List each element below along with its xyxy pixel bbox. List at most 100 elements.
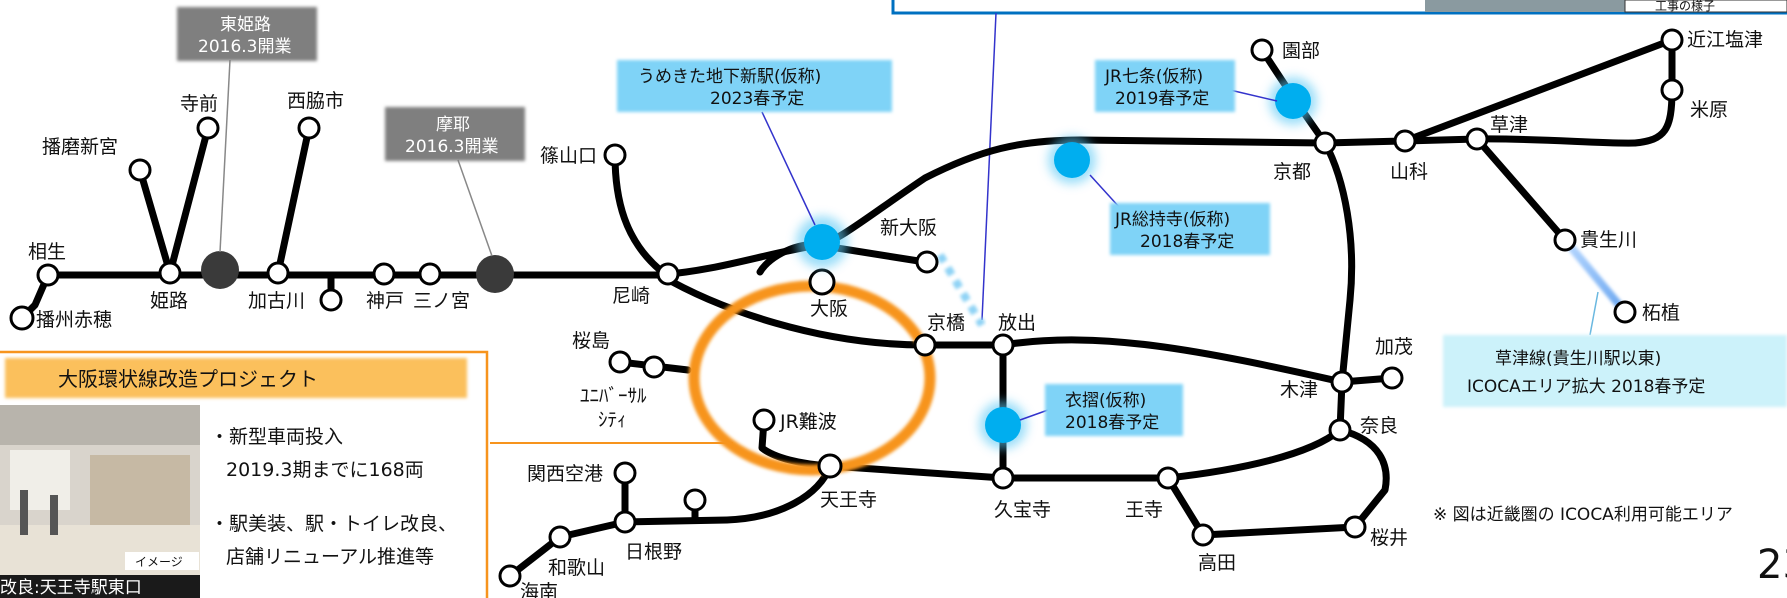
osaka-bullet1-line2: 2019.3期までに168両 bbox=[226, 459, 424, 481]
station-himeji bbox=[158, 261, 182, 285]
callout-maya-line2: 2016.3開業 bbox=[405, 137, 498, 157]
top-photo-label: 工事の様子 bbox=[1655, 0, 1715, 13]
label-kakogawa: 加古川 bbox=[248, 290, 305, 312]
label-sannomiya: 三ノ宮 bbox=[413, 290, 470, 312]
osaka-bullet1-line1: ・新型車両投入 bbox=[210, 426, 343, 448]
station-teramae bbox=[196, 116, 220, 140]
label-harima-shingu: 播磨新宮 bbox=[42, 136, 118, 158]
label-tennoji: 天王寺 bbox=[820, 489, 877, 511]
top-box-connector bbox=[981, 12, 997, 321]
label-kyobashi: 京橋 bbox=[927, 312, 965, 334]
tennoji-photo: イメージ 改良:天王寺駅東口 bbox=[0, 405, 200, 598]
station-kobe bbox=[372, 262, 396, 286]
callout-kinuzuri: 衣摺(仮称) 2018春予定 bbox=[1019, 384, 1183, 436]
label-sakurai: 桜井 bbox=[1370, 527, 1408, 549]
station-tsuge bbox=[1613, 300, 1637, 324]
callout-higashi-himeji-line2: 2016.3開業 bbox=[198, 37, 291, 57]
station-kusatsu bbox=[1465, 127, 1489, 151]
callout-jr-sojiji: JR総持寺(仮称) 2018春予定 bbox=[1089, 174, 1270, 255]
callout-maya-line1: 摩耶 bbox=[436, 115, 470, 135]
station-tennoji bbox=[817, 453, 843, 479]
label-hanaten: 放出 bbox=[998, 312, 1036, 334]
station-osaka bbox=[808, 268, 836, 296]
station-kibukawa bbox=[1553, 228, 1577, 252]
callout-kusatsu-line2: ICOCAエリア拡大 2018春予定 bbox=[1467, 377, 1705, 397]
label-shin-osaka: 新大阪 bbox=[880, 217, 937, 239]
photo-caption: 改良:天王寺駅東口 bbox=[0, 578, 142, 598]
osaka-loop-title: 大阪環状線改造プロジェクト bbox=[58, 367, 318, 391]
station-sasayamaguchi bbox=[603, 143, 627, 167]
station-kainan bbox=[498, 564, 522, 588]
label-kobe: 神戸 bbox=[366, 290, 404, 312]
station-kakogawa bbox=[266, 261, 290, 285]
label-banshu-ako: 播州赤穂 bbox=[36, 309, 112, 331]
station-nishiwakishi bbox=[297, 116, 321, 140]
photo-image-label: イメージ bbox=[135, 555, 183, 569]
station-yamashina bbox=[1393, 129, 1417, 153]
station-kyoto bbox=[1313, 131, 1337, 155]
station-kansai-airport bbox=[613, 461, 637, 485]
callout-jr-shichijo: JR七条(仮称) 2019春予定 bbox=[1095, 60, 1278, 112]
station-sakurajima bbox=[608, 350, 632, 374]
callout-jr-sojiji-line1: JR総持寺(仮称) bbox=[1114, 210, 1230, 230]
station-sakurai bbox=[1343, 515, 1367, 539]
callout-umekita: うめきた地下新駅(仮称) 2023春予定 bbox=[617, 60, 892, 226]
station-umekita bbox=[804, 224, 840, 260]
top-info-box: 工事の様子 bbox=[891, 0, 1787, 15]
station-nara bbox=[1328, 418, 1352, 442]
callout-higashi-himeji-line1: 東姫路 bbox=[220, 15, 271, 35]
new-station-markers bbox=[796, 77, 1317, 449]
label-aioi: 相生 bbox=[28, 241, 66, 263]
callout-maya: 摩耶 2016.3開業 bbox=[385, 107, 525, 257]
callout-umekita-line1: うめきた地下新駅(仮称) bbox=[638, 67, 821, 87]
label-kizu: 木津 bbox=[1280, 379, 1318, 401]
osaka-loop-panel: 大阪環状線改造プロジェクト イメージ 改良:天王寺駅東口 ・新型車両投入 201… bbox=[0, 350, 733, 598]
label-kusatsu: 草津 bbox=[1490, 114, 1528, 136]
station-banshu-ako bbox=[9, 305, 35, 331]
label-sonobe: 園部 bbox=[1282, 40, 1320, 62]
label-kamo: 加茂 bbox=[1375, 336, 1413, 358]
label-tsuge: 柘植 bbox=[1642, 302, 1680, 324]
label-nara: 奈良 bbox=[1360, 415, 1398, 437]
osaka-bullet2-line2: 店舗リニューアル推進等 bbox=[226, 546, 434, 568]
label-amagasaki: 尼崎 bbox=[612, 285, 650, 307]
label-yamashina: 山科 bbox=[1390, 161, 1428, 183]
station-takada bbox=[1191, 523, 1215, 547]
callout-kusatsu-line: 草津線(貴生川駅以東) ICOCAエリア拡大 2018春予定 bbox=[1443, 291, 1787, 407]
label-kyoto: 京都 bbox=[1273, 161, 1311, 183]
station-aioi bbox=[36, 263, 60, 287]
label-sakurajima: 桜島 bbox=[572, 330, 610, 352]
label-jr-namba: JR難波 bbox=[779, 411, 837, 433]
label-teramae: 寺前 bbox=[180, 93, 218, 115]
label-kibukawa: 貴生川 bbox=[1580, 229, 1637, 251]
callout-umekita-line2: 2023春予定 bbox=[710, 89, 804, 109]
label-universal-city-1: ﾕﾆﾊﾞｰｻﾙ bbox=[580, 385, 647, 407]
label-takada: 高田 bbox=[1198, 552, 1236, 574]
label-universal-city-2: ｼﾃｨ bbox=[598, 409, 627, 431]
station-hineno bbox=[613, 510, 637, 534]
station-hanaten bbox=[991, 333, 1015, 357]
callout-kusatsu-line1: 草津線(貴生川駅以東) bbox=[1495, 349, 1661, 369]
station-sonobe bbox=[1250, 38, 1274, 62]
station-kamo bbox=[1380, 366, 1404, 390]
callout-jr-shichijo-line2: 2019春予定 bbox=[1115, 89, 1209, 109]
label-oji: 王寺 bbox=[1125, 499, 1163, 521]
label-osaka: 大阪 bbox=[810, 298, 848, 320]
label-kansai-airport: 関西空港 bbox=[527, 463, 603, 485]
station-labels: 相生 播州赤穂 播磨新宮 寺前 姫路 西脇市 加古川 神戸 三ノ宮 篠山口 尼崎… bbox=[28, 29, 1763, 598]
station-oji bbox=[1156, 466, 1180, 490]
label-kainan: 海南 bbox=[520, 581, 558, 598]
label-maibara: 米原 bbox=[1690, 99, 1728, 121]
station-harima-shingu bbox=[128, 158, 152, 182]
label-omi-shiotsu: 近江塩津 bbox=[1687, 29, 1763, 51]
callout-jr-shichijo-line1: JR七条(仮称) bbox=[1104, 67, 1203, 87]
station-kyobashi bbox=[913, 333, 937, 357]
kusatsu-extension-segment bbox=[1561, 236, 1629, 316]
callout-higashi-himeji: 東姫路 2016.3開業 bbox=[177, 7, 317, 253]
station-amagasaki bbox=[656, 262, 680, 286]
label-nishiwakishi: 西脇市 bbox=[287, 90, 344, 112]
label-hineno: 日根野 bbox=[625, 541, 682, 563]
label-kyuhoji: 久宝寺 bbox=[994, 499, 1051, 521]
station-hineno-branch bbox=[683, 488, 707, 512]
